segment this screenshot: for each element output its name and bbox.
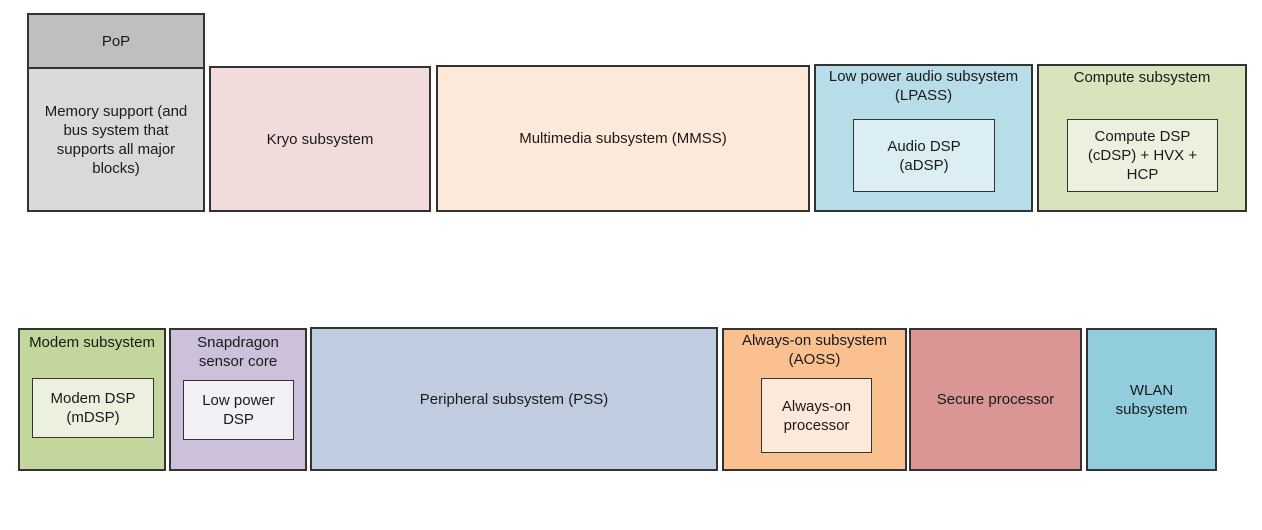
compute-subsystem-label: Compute subsystem <box>1073 69 1211 86</box>
kryo-subsystem-label: Kryo subsystem <box>266 130 374 148</box>
modem-subsystem-label: Modem subsystem <box>29 334 155 351</box>
wlan-subsystem-block: WLAN subsystem <box>1086 328 1217 471</box>
memory-support-block: Memory support (and bus system that supp… <box>27 67 205 212</box>
compute-dsp-label: Compute DSP (cDSP) + HVX + HCP <box>1087 128 1198 183</box>
always-on-processor-label: Always-on processor <box>781 397 852 434</box>
secure-processor-label: Secure processor <box>936 391 1055 408</box>
peripheral-subsystem-label: Peripheral subsystem (PSS) <box>419 390 609 408</box>
snapdragon-sensor-core-label: Snapdragon sensor core <box>197 334 279 370</box>
modem-dsp-label: Modem DSP (mDSP) <box>50 390 136 426</box>
aoss-block: Always-on subsystem (AOSS) Always-on pro… <box>722 328 907 471</box>
compute-dsp-block: Compute DSP (cDSP) + HVX + HCP <box>1067 119 1218 192</box>
compute-subsystem-block: Compute subsystem Compute DSP (cDSP) + H… <box>1037 64 1247 212</box>
audio-dsp-block: Audio DSP (aDSP) <box>853 119 995 192</box>
aoss-label: Always-on subsystem (AOSS) <box>741 332 888 368</box>
low-power-dsp-block: Low power DSP <box>183 380 294 440</box>
lpass-block: Low power audio subsystem (LPASS) Audio … <box>814 64 1033 212</box>
snapdragon-sensor-core-block: Snapdragon sensor core Low power DSP <box>169 328 307 471</box>
always-on-processor-block: Always-on processor <box>761 378 872 453</box>
pop-label: PoP <box>101 32 131 50</box>
modem-subsystem-block: Modem subsystem Modem DSP (mDSP) <box>18 328 166 471</box>
audio-dsp-label: Audio DSP (aDSP) <box>887 137 961 174</box>
multimedia-subsystem-label: Multimedia subsystem (MMSS) <box>519 130 727 147</box>
memory-support-label: Memory support (and bus system that supp… <box>44 102 188 177</box>
low-power-dsp-label: Low power DSP <box>202 392 275 428</box>
kryo-subsystem-block: Kryo subsystem <box>209 66 431 212</box>
multimedia-subsystem-block: Multimedia subsystem (MMSS) <box>436 65 810 212</box>
lpass-label: Low power audio subsystem (LPASS) <box>828 68 1019 104</box>
peripheral-subsystem-block: Peripheral subsystem (PSS) <box>310 327 718 471</box>
wlan-subsystem-label: WLAN subsystem <box>1115 381 1188 418</box>
secure-processor-block: Secure processor <box>909 328 1082 471</box>
modem-dsp-block: Modem DSP (mDSP) <box>32 378 154 438</box>
pop-block: PoP <box>27 13 205 69</box>
